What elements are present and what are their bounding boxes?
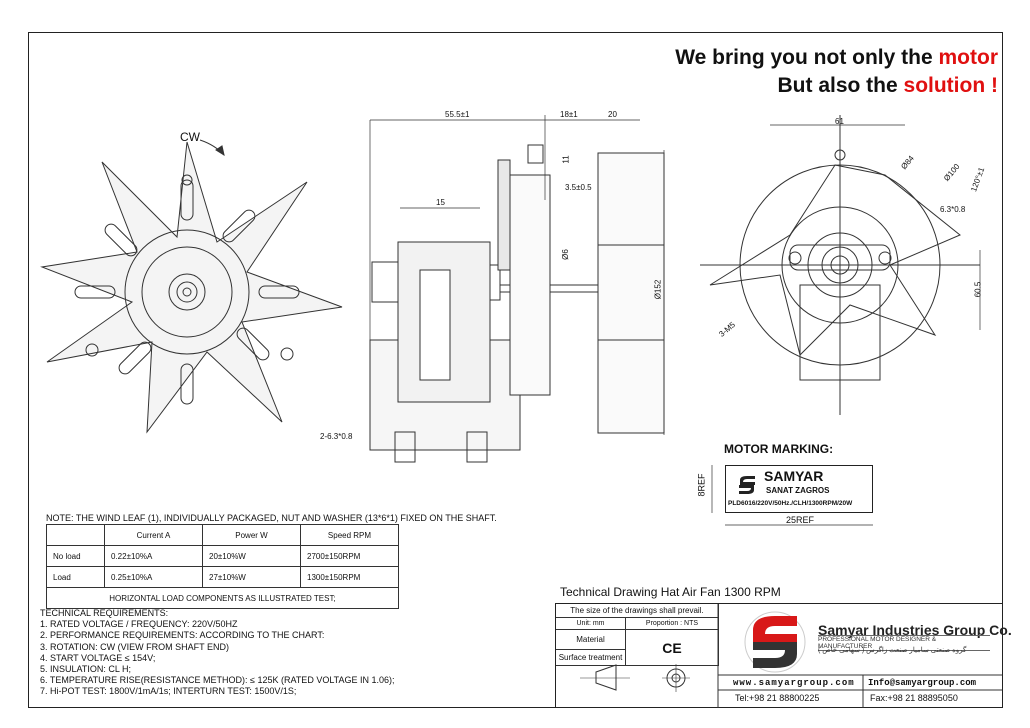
table-cell: Load (46, 566, 105, 588)
dim-3-5: 3.5±0.5 (565, 183, 592, 192)
front-view-fan (40, 141, 343, 434)
dim-holes: 2-6.3*0.8 (320, 432, 353, 441)
title-block: The size of the drawings shall prevail. … (555, 603, 1002, 708)
marking-sub: SANAT ZAGROS (766, 486, 830, 495)
marking-width: 25REF (786, 515, 815, 525)
material-cell: Material (556, 630, 626, 650)
company-tagline: PROFESSIONAL MOTOR DESIGNER & MANUFACTUR… (818, 635, 990, 651)
size-note: The size of the drawings shall prevail. (556, 604, 719, 618)
proportion-cell: Proportion : NTS (626, 618, 719, 630)
drawing-title: Technical Drawing Hat Air Fan 1300 RPM (560, 585, 781, 599)
company-name: Samyar Industries Group Co. (818, 622, 1012, 638)
drawing-frame (28, 32, 1003, 708)
projection-symbol (580, 664, 690, 692)
slogan-line-2-text: But also the (777, 74, 904, 97)
dim-tab: 6.3*0.8 (940, 205, 966, 214)
surface-cell: Surface treatment (556, 650, 626, 666)
ce-mark: CE (626, 630, 719, 666)
requirement-line: 7. Hi-POT TEST: 1800V/1mA/1s; INTERTURN … (40, 686, 297, 697)
table-cell: 2700±150RPM (300, 545, 399, 567)
table-cell: 0.25±10%A (104, 566, 203, 588)
table-header-cell: Current A (104, 524, 203, 546)
telephone: Tel:+98 21 88800225 (735, 693, 820, 703)
table-cell: No load (46, 545, 105, 567)
table-cell: 0.22±10%A (104, 545, 203, 567)
slogan-line-2: But also the solution ! (778, 74, 999, 98)
marking-height: 8REF (696, 473, 707, 497)
slogan-line-1-text: We bring you not only the (675, 46, 939, 69)
table-row: Load 0.25±10%A 27±10%W 1300±150RPM (46, 566, 399, 588)
table-row: No load 0.22±10%A 20±10%W 2700±150RPM (46, 545, 399, 567)
dim-shaft: Ø6 (560, 249, 570, 260)
table-cell: 27±10%W (202, 566, 301, 588)
email-link[interactable]: Info@samyargroup.com (868, 678, 977, 688)
requirement-line: TECHNICAL REQUIREMENTS: (40, 608, 169, 618)
table-header-cell: Speed RPM (300, 524, 399, 546)
motor-marking-title: MOTOR MARKING: (724, 442, 834, 456)
wind-leaf-note: NOTE: THE WIND LEAF (1), INDIVIDUALLY PA… (46, 513, 497, 523)
requirement-line: 2. PERFORMANCE REQUIREMENTS: ACCORDING T… (40, 630, 325, 641)
requirement-line: 6. TEMPERATURE RISE(RESISTANCE METHOD): … (40, 675, 395, 686)
technical-requirements: TECHNICAL REQUIREMENTS: 1. RATED VOLTAGE… (40, 608, 395, 698)
slogan-line-2-highlight: solution ! (903, 74, 998, 97)
rotation-label: CW (180, 130, 200, 144)
marking-code: PLD6016/220V/50Hz./CLH/1300RPM/20W (728, 500, 853, 507)
performance-table: Current A Power W Speed RPM No load 0.22… (46, 524, 399, 609)
dim-60-5: 60.5 (973, 281, 983, 298)
dim-length: 55.5±1 (445, 110, 470, 119)
fax: Fax:+98 21 88895050 (870, 693, 958, 703)
side-view-motor (369, 144, 665, 463)
slogan-line-1-highlight: motor (938, 46, 999, 69)
right-view-motor (700, 115, 980, 415)
dim-18: 18±1 (560, 110, 578, 119)
table-cell: 1300±150RPM (300, 566, 399, 588)
table-footer-row: HORIZONTAL LOAD COMPONENTS AS ILLUSTRATE… (46, 587, 399, 609)
dim-15: 15 (436, 198, 445, 207)
requirement-line: 5. INSULATION: CL H; (40, 664, 132, 675)
dimension-lines (369, 115, 665, 450)
motor-marking-box: SAMYAR SANAT ZAGROS PLD6016/220V/50Hz./C… (725, 465, 873, 513)
table-cell: 20±10%W (202, 545, 301, 567)
unit-cell: Unit: mm (556, 618, 626, 630)
company-logo (744, 611, 806, 673)
table-header-cell: Power W (202, 524, 301, 546)
table-header-cell (46, 524, 105, 546)
table-footer: HORIZONTAL LOAD COMPONENTS AS ILLUSTRATE… (46, 587, 399, 609)
table-header-row: Current A Power W Speed RPM (46, 524, 399, 546)
dim-20: 20 (608, 110, 617, 119)
dim-11: 11 (561, 155, 571, 164)
requirement-line: 4. START VOLTAGE ≤ 154V; (40, 652, 156, 663)
slogan-line-1: We bring you not only the motor (675, 46, 998, 70)
requirement-line: 1. RATED VOLTAGE / FREQUENCY: 220V/50HZ (40, 619, 238, 630)
samyar-logo-icon (739, 476, 755, 494)
marking-brand: SAMYAR (764, 468, 824, 484)
website-link[interactable]: www.samyargroup.com (733, 678, 855, 688)
company-tagline-fa: گروه صنعتی سامیار صنعت زاگرس ( سهامی خاص… (818, 647, 967, 654)
dim-diameter: Ø152 (653, 279, 663, 300)
requirement-line: 3. ROTATION: CW (VIEW FROM SHAFT END) (40, 641, 229, 652)
dim-61: 61 (835, 117, 844, 126)
